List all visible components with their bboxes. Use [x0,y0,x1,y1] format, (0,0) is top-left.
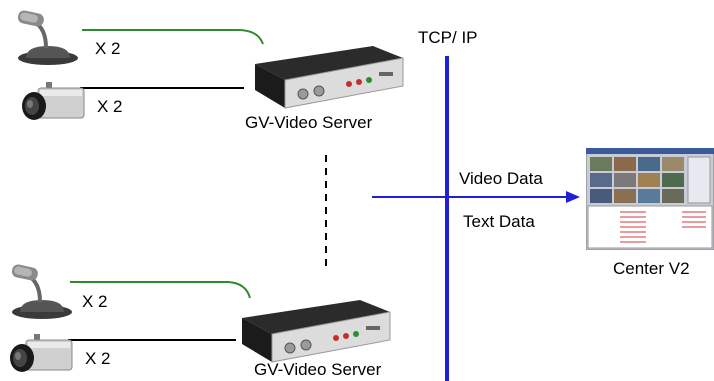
video-server-icon [242,300,391,363]
bottom-audio-line [70,281,251,299]
text-data-label: Text Data [463,212,535,231]
top-camera-count: X 2 [97,97,123,116]
top-mic-count: X 2 [95,39,121,58]
tcpip-label: TCP/ IP [418,28,478,47]
camera-icon [22,82,85,120]
bottom-mic-count: X 2 [82,292,108,311]
bottom-server-label: GV-Video Server [254,360,382,379]
top-audio-line [82,29,264,45]
video-grid [590,157,684,203]
center-v2-label: Center V2 [613,259,690,278]
camera-icon [10,334,73,372]
center-v2-screen-icon [586,148,714,250]
video-data-label: Video Data [459,169,543,188]
microphone-icon [17,10,78,65]
data-arrow-head [566,191,580,203]
video-server-icon [255,46,404,109]
microphone-icon [11,264,72,319]
bottom-camera-count: X 2 [85,349,111,368]
top-server-label: GV-Video Server [245,113,373,132]
